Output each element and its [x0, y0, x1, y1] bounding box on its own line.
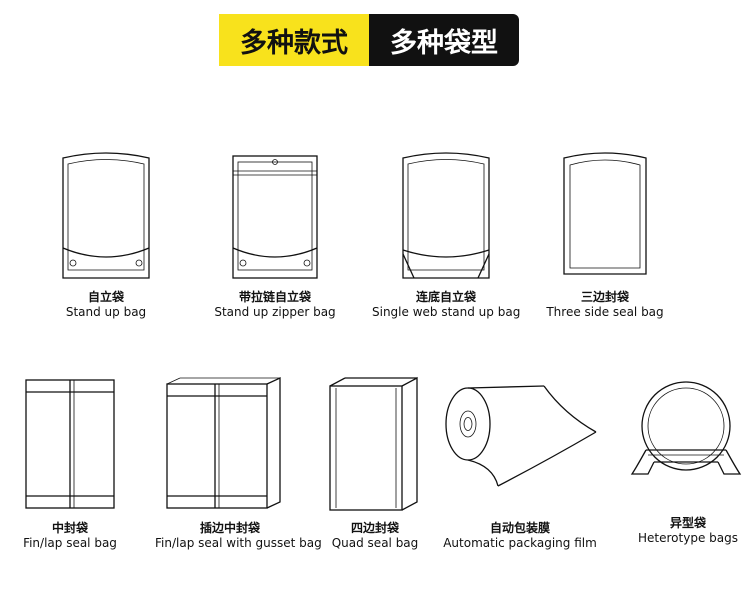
caption-zh: 带拉链自立袋 [238, 290, 311, 304]
bag-item-heterotype: 异型袋 Heterotype bags [626, 374, 750, 554]
bag-item-packaging-film: 自动包装膜 Automatic packaging film [438, 374, 602, 554]
caption-en: Quad seal bag [331, 536, 419, 550]
single-web-stand-up-bag-icon [402, 152, 490, 279]
three-side-seal-bag-icon [563, 152, 647, 275]
quad-seal-bag-icon [329, 376, 418, 511]
bag-item-stand-up-zipper: 带拉链自立袋 Stand up zipper bag [210, 150, 340, 320]
bag-item-stand-up: 自立袋 Stand up bag [44, 150, 168, 320]
stand-up-zipper-bag-icon [232, 155, 318, 279]
caption-en: Single web stand up bag [372, 305, 521, 319]
caption-zh: 自动包装膜 [489, 521, 550, 535]
caption-zh: 自立袋 [87, 290, 124, 304]
caption-en: Fin/lap seal with gusset bag [155, 536, 322, 550]
heterotype-bag-icon [630, 381, 742, 475]
caption-en: Fin/lap seal bag [23, 536, 117, 550]
caption-en: Automatic packaging film [443, 536, 597, 550]
bag-item-fin-lap-seal: 中封袋 Fin/lap seal bag [8, 374, 132, 554]
caption-zh: 插边中封袋 [199, 521, 260, 535]
caption-zh: 三边封袋 [580, 290, 629, 304]
caption-en: Stand up bag [65, 305, 147, 319]
fin-lap-seal-bag-icon [25, 379, 115, 509]
caption-en: Three side seal bag [546, 305, 664, 319]
caption-en: Heterotype bags [638, 531, 738, 545]
bag-item-quad-seal: 四边封袋 Quad seal bag [322, 374, 428, 554]
title-banner: 多种款式 多种袋型 [219, 14, 519, 66]
caption-en: Stand up zipper bag [214, 305, 336, 319]
bag-item-gusset-seal: 插边中封袋 Fin/lap seal with gusset bag [155, 374, 322, 554]
caption-zh: 异型袋 [669, 516, 706, 530]
caption-zh: 连底自立袋 [415, 290, 476, 304]
packaging-film-roll-icon [445, 385, 597, 487]
title-bag-types: 多种袋型 [369, 14, 519, 66]
caption-zh: 中封袋 [51, 521, 88, 535]
bag-item-three-side-seal: 三边封袋 Three side seal bag [540, 150, 670, 320]
gusset-seal-bag-icon [166, 376, 281, 509]
stand-up-bag-icon [62, 152, 150, 279]
caption-zh: 四边封袋 [350, 521, 399, 535]
title-styles: 多种款式 [219, 14, 369, 66]
bag-item-single-web: 连底自立袋 Single web stand up bag [372, 150, 520, 320]
